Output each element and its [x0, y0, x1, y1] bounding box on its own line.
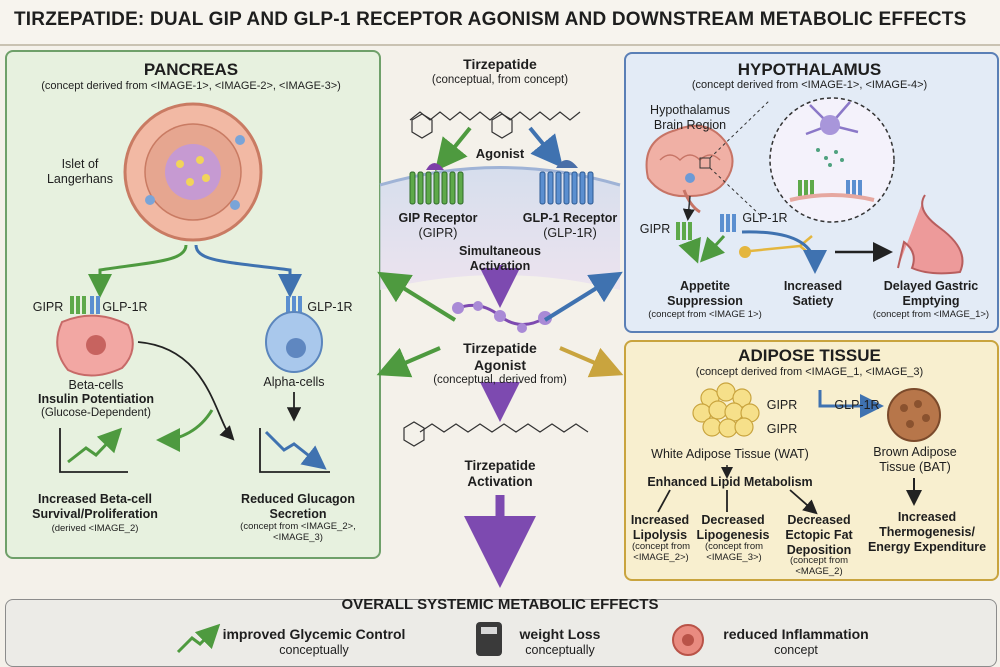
- white-adipose-icon: [692, 382, 760, 438]
- delayed-gastric-note: (concept from <IMAGE_1>): [872, 309, 990, 320]
- overall-title: OVERALL SYSTEMIC METABOLIC EFFECTS: [341, 596, 659, 613]
- gipr-label: (GIPR): [418, 226, 458, 240]
- tirzepatide-activation-label: Tirzepatide Activation: [464, 458, 536, 489]
- scale-icon: [476, 622, 502, 656]
- gip-ligand-icon: [426, 163, 444, 170]
- peptide-chain-icon: [452, 301, 552, 333]
- lipolysis-note: (concept from <IMAGE_2>): [631, 541, 691, 563]
- hypothalamus-glp1r-label: GLP-1R: [742, 211, 788, 225]
- adipose-gipr1-label: GIPR: [766, 398, 798, 412]
- pancreas-gipr-label: GIPR: [32, 300, 64, 314]
- pancreas-glp1r-right-label: GLP-1R: [307, 300, 353, 314]
- beta-survival-label: Increased Beta-cell Survival/Proliferati…: [32, 492, 158, 521]
- beta-survival-note: (derived <IMAGE_2): [51, 523, 139, 534]
- neuron-icon: [805, 101, 859, 136]
- appetite-note: (concept from <IMAGE 1>): [648, 309, 762, 320]
- beta-survival-trend-icon: [59, 427, 128, 473]
- wat-label: White Adipose Tissue (WAT): [651, 447, 809, 461]
- beta-cells-label: Beta-cells: [68, 378, 124, 392]
- tirzepatide-agonist-subtitle: (conceptual, derived from): [433, 374, 567, 386]
- gip-receptor-icon: [409, 171, 464, 205]
- reduced-inflammation-label: reduced Inflammation: [723, 626, 869, 642]
- drug-subtitle: (conceptual, from concept): [431, 74, 569, 86]
- reduced-glucagon-note: (concept from <IMAGE_2>, <IMAGE_3): [240, 521, 356, 543]
- lipolysis-label: Increased Lipolysis: [630, 513, 690, 542]
- delayed-gastric-label: Delayed Gastric Emptying: [883, 279, 979, 308]
- glucagon-trend-icon: [259, 428, 330, 473]
- increased-satiety-label: Increased Satiety: [783, 279, 843, 308]
- islet-label: Islet of Langerhans: [46, 157, 114, 186]
- bat-label: Brown Adipose Tissue (BAT): [873, 445, 957, 474]
- weight-loss-sub: conceptually: [525, 643, 595, 657]
- pancreas-subtitle: (concept derived from <IMAGE-1>, <IMAGE-…: [41, 80, 341, 92]
- ectopic-fat-note: (concept from <MAGE_2): [789, 555, 849, 577]
- simultaneous-activation-label: Simultaneous Activation: [459, 244, 541, 273]
- hypothalamus-region-label: Hypothalamus Brain Region: [650, 103, 730, 132]
- brown-adipose-icon: [887, 388, 941, 442]
- appetite-suppression-label: Appetite Suppression: [667, 279, 743, 308]
- inflammation-cell-icon: [672, 624, 704, 656]
- insulin-potentiation-label: Insulin Potentiation: [38, 392, 154, 406]
- gip-receptor-label: GIP Receptor: [398, 211, 478, 225]
- tirzepatide-agonist-label: Tirzepatide Agonist: [463, 340, 537, 373]
- alpha-cells-label: Alpha-cells: [263, 375, 325, 389]
- glycemic-trend-icon: [176, 623, 221, 654]
- glp1-receptor-icon: [539, 171, 594, 205]
- thermogenesis-label: Increased Thermogenesis/ Energy Expendit…: [867, 510, 987, 554]
- glp1r-label: (GLP-1R): [543, 226, 597, 240]
- pancreas-title: PANCREAS: [143, 60, 239, 79]
- drug-title: Tirzepatide: [463, 56, 537, 72]
- tirzepatide-activation-molecule-icon: [403, 421, 589, 447]
- reduced-glucagon-label: Reduced Glucagon Secretion: [241, 492, 355, 521]
- reduced-inflammation-sub: concept: [774, 643, 818, 657]
- title-bar: TIRZEPATIDE: DUAL GIP AND GLP-1 RECEPTOR…: [0, 0, 1000, 46]
- islet-of-langerhans-icon: [123, 102, 263, 242]
- weight-loss-label: weight Loss: [519, 626, 601, 642]
- adipose-gipr2-label: GIPR: [766, 422, 798, 436]
- hypothalamus-title: HYPOTHALAMUS: [737, 60, 882, 79]
- glp1-ligand-icon: [556, 160, 578, 168]
- stomach-icon: [897, 194, 964, 275]
- pancreas-glp1r-left-label: GLP-1R: [102, 300, 148, 314]
- ectopic-fat-label: Decreased Ectopic Fat Deposition: [785, 513, 853, 557]
- agonist-label: Agonist: [475, 146, 525, 161]
- lipogenesis-label: Decreased Lipogenesis: [696, 513, 770, 542]
- adipose-panel: [624, 340, 999, 581]
- lipid-metabolism-label: Enhanced Lipid Metabolism: [647, 475, 813, 489]
- glycemic-control-sub: conceptually: [279, 643, 349, 657]
- glycemic-control-label: improved Glycemic Control: [222, 626, 406, 642]
- hypothalamus-gipr-label: GIPR: [639, 222, 671, 236]
- glp1-receptor-label: GLP-1 Receptor: [522, 211, 618, 225]
- adipose-glp1r-label: GLP-1R: [834, 398, 880, 412]
- hypothalamus-subtitle: (concept derived from <IMAGE-1>, <IMAGE-…: [691, 79, 928, 91]
- lipogenesis-note: (concept from <IMAGE_3>): [704, 541, 764, 563]
- tirzepatide-molecule-icon: [409, 111, 581, 139]
- page-title: TIRZEPATIDE: DUAL GIP AND GLP-1 RECEPTOR…: [14, 9, 967, 30]
- adipose-title: ADIPOSE TISSUE: [738, 346, 881, 365]
- glucose-dependent-label: (Glucose-Dependent): [41, 407, 151, 419]
- adipose-subtitle: (concept derived from <IMAGE_1, <IMAGE_3…: [695, 366, 924, 378]
- brain-icon: [645, 124, 734, 214]
